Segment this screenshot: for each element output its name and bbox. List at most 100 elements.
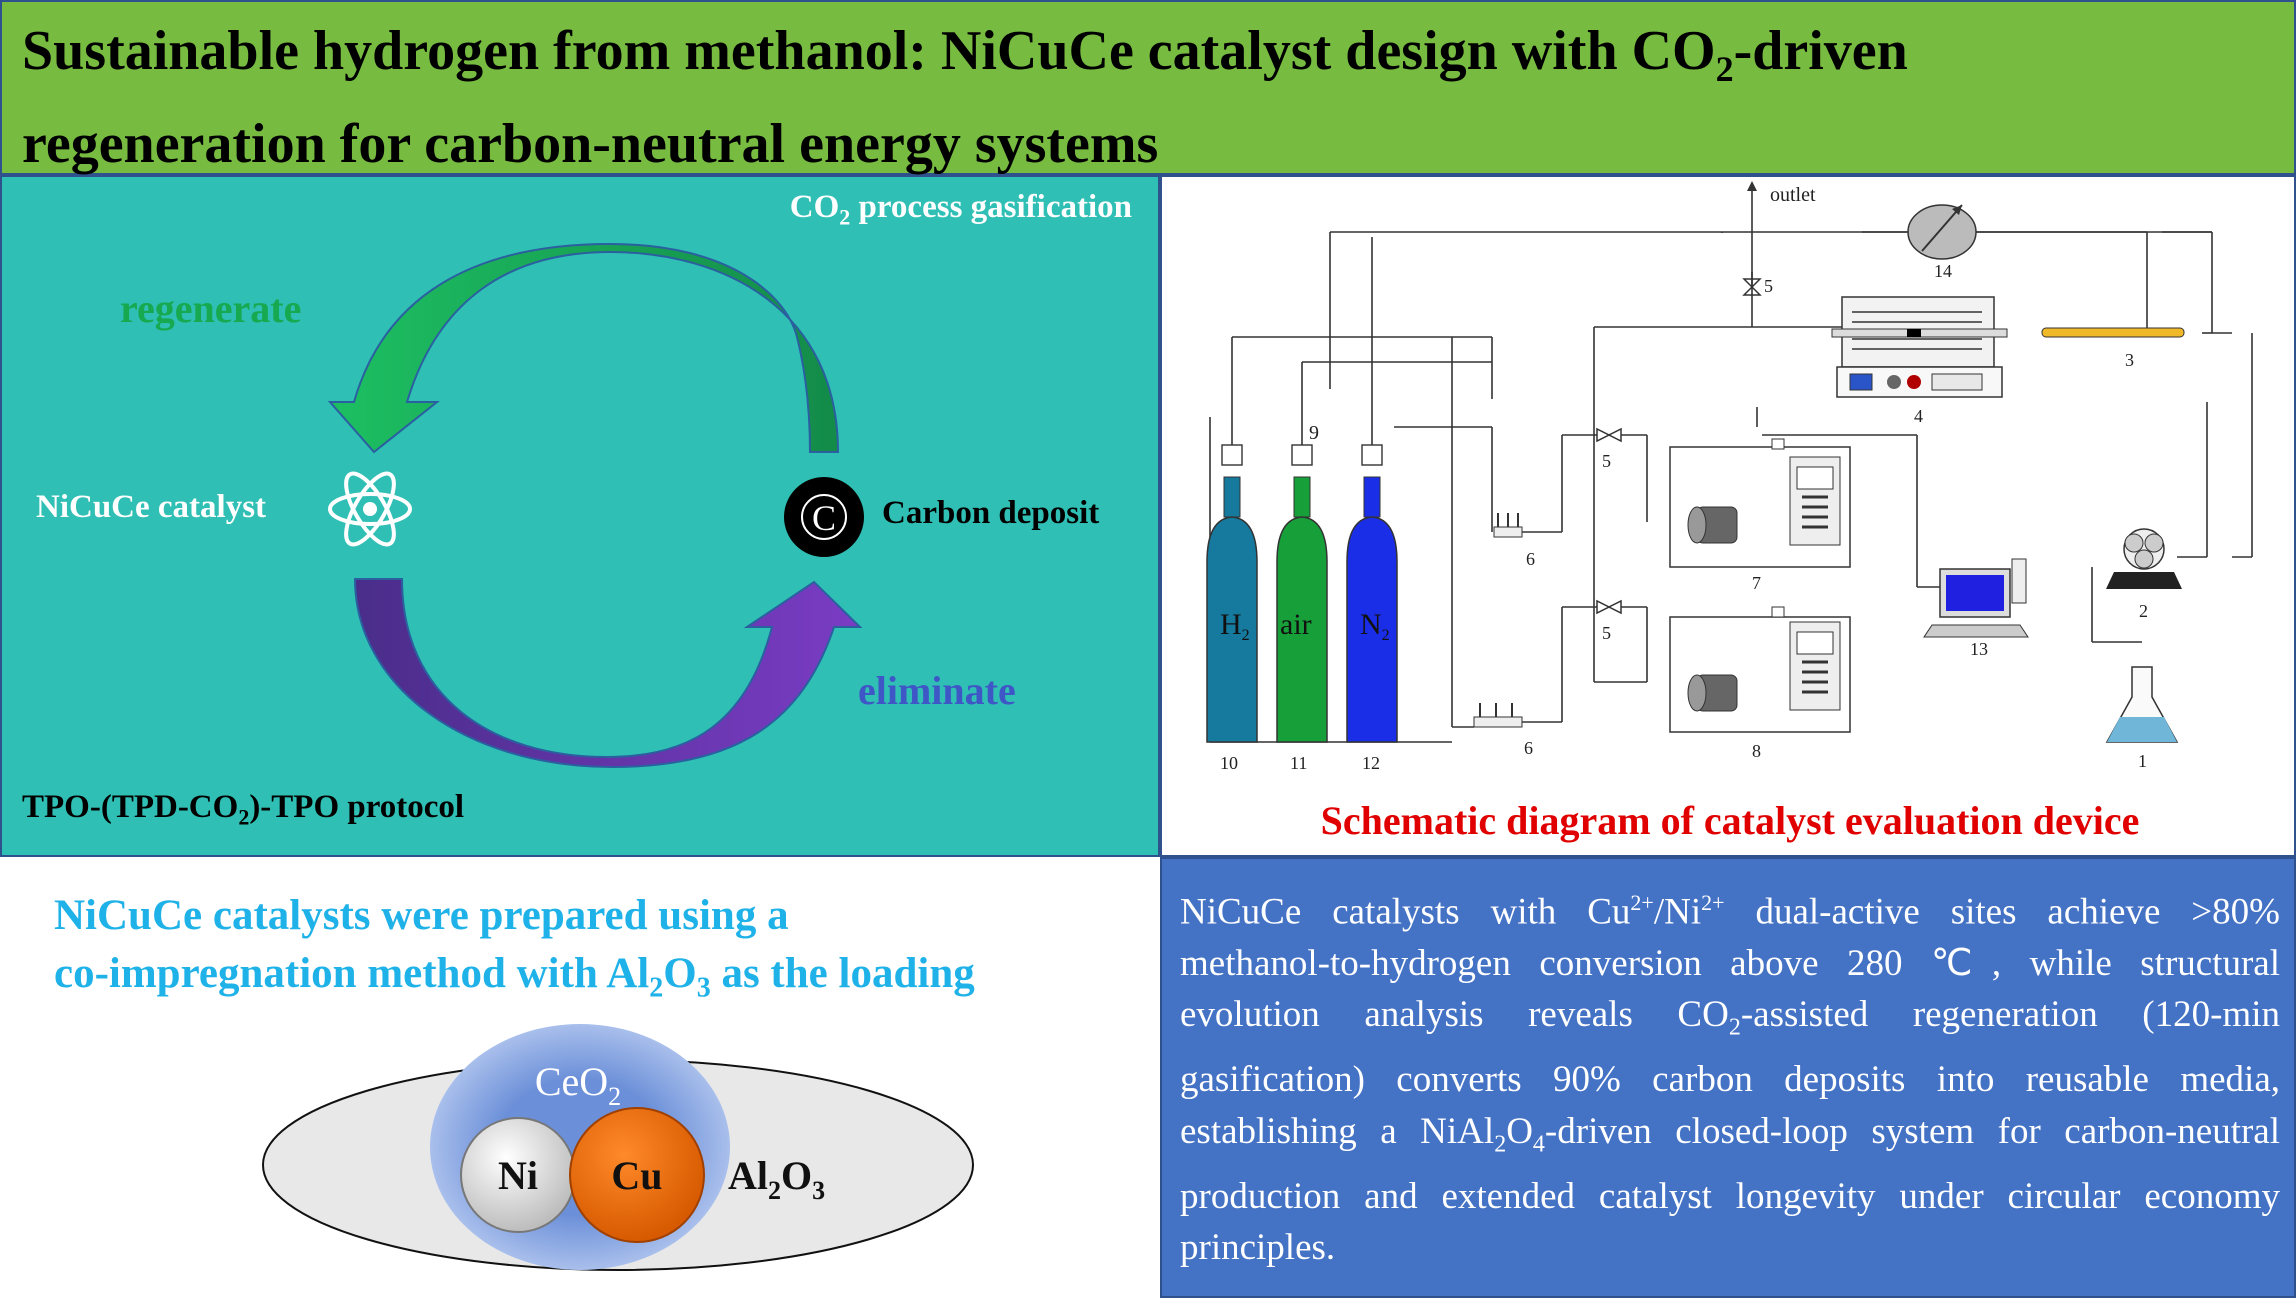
- ceo2-label: CeO2: [535, 1059, 621, 1111]
- al2o3-sub1: 2: [768, 1176, 781, 1205]
- cylinder-air: [1276, 476, 1328, 743]
- summary-part5: O: [1506, 1110, 1533, 1152]
- prep-line2-c: as the loading: [710, 950, 975, 997]
- carbon-deposit-label: Carbon deposit: [882, 495, 1100, 531]
- label-6-bottom: 6: [1524, 738, 1533, 758]
- ceo2-text: CeO: [535, 1059, 608, 1104]
- atom-icon: [328, 471, 412, 547]
- protocol-sub: 2: [238, 804, 250, 830]
- al2o3-b: O: [781, 1153, 812, 1198]
- prep-sub2: 3: [696, 972, 711, 1004]
- regeneration-cycle-panel: C CO2 process gasification regenerate Ni…: [0, 175, 1160, 857]
- label-7: 7: [1752, 573, 1761, 593]
- label-12: 12: [1362, 753, 1380, 773]
- mixer-icon: [1473, 513, 1523, 728]
- cu-label: Cu: [611, 1153, 662, 1198]
- label-6-top: 6: [1526, 549, 1535, 569]
- regenerate-label: regenerate: [120, 286, 302, 331]
- title-banner: Sustainable hydrogen from methanol: NiCu…: [0, 0, 2296, 175]
- title-subscript: 2: [1715, 49, 1734, 90]
- label-11: 11: [1290, 753, 1307, 773]
- ni-label: Ni: [498, 1153, 538, 1198]
- label-3: 3: [2125, 350, 2134, 370]
- label-5-top: 5: [1764, 276, 1773, 296]
- protocol-b: )-TPO protocol: [249, 789, 465, 825]
- preheater-icon: [2041, 327, 2185, 338]
- summary-part1: NiCuCe catalysts with Cu: [1180, 891, 1631, 933]
- protocol-a: TPO-(TPD-CO: [22, 789, 239, 825]
- al2o3-sub2: 3: [812, 1176, 825, 1205]
- eliminate-arrow: [353, 578, 863, 769]
- cylinder-h2: [1206, 476, 1258, 743]
- process-label-b: process gasification: [850, 189, 1132, 225]
- al2o3-support: [262, 1059, 974, 1271]
- protocol-label: TPO-(TPD-CO2)-TPO protocol: [22, 789, 464, 831]
- regenerate-arrow: [327, 242, 840, 454]
- carbon-symbol: C: [812, 498, 836, 538]
- cycle-diagram: C: [327, 242, 864, 769]
- summary-sub2: 2: [1494, 1131, 1507, 1158]
- flowmeter-icon: [1907, 204, 1977, 260]
- label-9: 9: [1309, 422, 1319, 444]
- summary-part2: /Ni: [1653, 891, 1702, 933]
- ni-particle: [460, 1117, 576, 1233]
- al2o3-a: Al: [728, 1153, 768, 1198]
- process-label-sub: 2: [839, 204, 851, 230]
- n2-sub: 2: [1382, 627, 1390, 644]
- label-4: 4: [1914, 406, 1923, 426]
- cu-particle: [569, 1107, 705, 1243]
- carbon-icon: C: [784, 477, 864, 557]
- computer-icon: [1923, 558, 2029, 638]
- title-line1-end: -driven: [1733, 20, 1908, 82]
- summary-part6: -driven closed-loop system for carbon-ne…: [1180, 1110, 2281, 1269]
- cylinder-air-label: air: [1280, 608, 1312, 641]
- label-10: 10: [1220, 753, 1238, 773]
- valve-icon-middle: [1596, 427, 1622, 615]
- n2-text: N: [1360, 608, 1382, 641]
- summary-text: NiCuCe catalysts with Cu2+/Ni2+ dual-act…: [1180, 877, 2280, 1274]
- al2o3-label: Al2O3: [728, 1153, 825, 1205]
- device-schematic: outlet 5 14 4 3: [1206, 181, 2253, 773]
- ceo2-shell: [430, 1024, 730, 1270]
- process-label-a: CO: [789, 189, 840, 225]
- prep-line1: NiCuCe catalysts were prepared using a: [54, 892, 789, 939]
- summary-sub3: 4: [1532, 1131, 1545, 1158]
- pipe-lines: [1209, 187, 2253, 743]
- h2-text: H: [1220, 608, 1242, 641]
- h2-sub: 2: [1242, 627, 1250, 644]
- prep-line2-b: O: [663, 950, 697, 997]
- outlet-label: outlet: [1770, 184, 1816, 206]
- label-2: 2: [2139, 601, 2148, 621]
- cylinder-n2: [1346, 476, 1398, 743]
- summary-sup2: 2+: [1701, 890, 1725, 915]
- label-5-bottom: 5: [1602, 623, 1611, 643]
- pump-icon: [2106, 528, 2182, 589]
- summary-panel: NiCuCe catalysts with Cu2+/Ni2+ dual-act…: [1160, 857, 2296, 1298]
- prep-sub1: 2: [649, 972, 664, 1004]
- page-title: Sustainable hydrogen from methanol: NiCu…: [22, 14, 2282, 182]
- cylinder-n2-label: N2: [1360, 608, 1390, 644]
- outlet-arrow: [1747, 181, 1757, 191]
- label-5-middle: 5: [1602, 451, 1611, 471]
- device-caption: Schematic diagram of catalyst evaluation…: [1320, 798, 2140, 843]
- eliminate-label: eliminate: [858, 668, 1016, 713]
- valve-icon: [1742, 278, 1762, 296]
- regulator-icons: [1221, 444, 1383, 466]
- summary-part4: -assisted regeneration (120-min gasifica…: [1180, 994, 2280, 1152]
- summary-part3: dual-active sites achieve >80% methanol-…: [1180, 891, 2280, 1036]
- preparation-text: NiCuCe catalysts were prepared using a c…: [54, 887, 1134, 1018]
- label-1: 1: [2138, 751, 2147, 771]
- summary-sub1: 2: [1728, 1014, 1741, 1041]
- label-13: 13: [1970, 639, 1988, 659]
- ceo2-sub: 2: [608, 1082, 621, 1111]
- prep-line2-a: co-impregnation method with Al: [54, 950, 650, 997]
- flask-icon: [2105, 666, 2179, 743]
- label-8: 8: [1752, 741, 1761, 761]
- catalyst-label: NiCuCe catalyst: [36, 489, 267, 525]
- analyser-icon-8: [1669, 606, 1851, 733]
- furnace-icon: [1831, 296, 2008, 398]
- preparation-panel: NiCuCe catalysts were prepared using a c…: [0, 857, 1160, 1298]
- label-14: 14: [1934, 261, 1952, 281]
- cylinder-h2-label: H2: [1220, 608, 1250, 644]
- process-label: CO2 process gasification: [790, 189, 1132, 231]
